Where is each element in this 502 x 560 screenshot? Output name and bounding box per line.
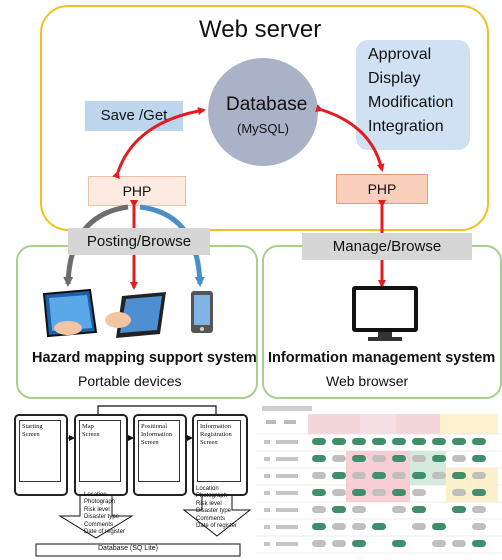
fields-left-list: Location Photograph Risk level Disaster … bbox=[84, 492, 125, 536]
field-right-location: Location bbox=[196, 486, 219, 492]
map-screen-phone: Map Screen bbox=[74, 414, 128, 496]
web-system-title: Information management system bbox=[268, 350, 496, 366]
information-registration-screen: Information Registration Screen bbox=[197, 420, 241, 482]
starting-screen-phone: Starting Screen bbox=[14, 414, 68, 496]
database-sub-label: (MySQL) bbox=[237, 121, 289, 136]
database-label: Database bbox=[226, 94, 308, 115]
field-left-location: Location bbox=[84, 492, 107, 498]
field-left-disaster: Disaster type bbox=[84, 514, 120, 521]
monitor-icon bbox=[352, 286, 418, 341]
starting-screen-line-1: Starting bbox=[22, 423, 43, 430]
registration-screen-line-3: Screen bbox=[200, 439, 218, 446]
field-right-photograph: Photograph bbox=[196, 493, 228, 500]
field-right-disaster: Disaster type bbox=[196, 508, 232, 515]
positional-screen-line-1: Positional bbox=[141, 423, 168, 430]
starting-screen: Starting Screen bbox=[19, 420, 61, 482]
field-left-comments: Comments bbox=[84, 521, 114, 528]
tablet-hand-center-icon bbox=[105, 292, 166, 338]
starting-screen-line-2: Screen bbox=[22, 431, 40, 438]
php-left-box: PHP bbox=[88, 176, 186, 206]
db-php-right-arrow bbox=[315, 104, 385, 172]
action-display: Display bbox=[368, 70, 421, 87]
field-left-risk: Risk level bbox=[84, 506, 110, 513]
portable-system-title: Hazard mapping support system bbox=[32, 350, 257, 366]
web-server-title: Web server bbox=[199, 16, 322, 43]
positional-screen-phone: Positional Information Screen bbox=[133, 414, 187, 496]
action-approval: Approval bbox=[368, 46, 432, 63]
action-integration: Integration bbox=[368, 118, 444, 135]
connector-arrows bbox=[63, 104, 386, 290]
database-sqlite-label: Database (SQ Lite) bbox=[98, 545, 158, 552]
field-right-date: Date of register bbox=[196, 523, 238, 530]
manage-browse-label: Manage/Browse bbox=[302, 233, 472, 260]
field-right-comments: Comments bbox=[196, 515, 226, 522]
portable-system-subtitle: Portable devices bbox=[78, 373, 182, 389]
registration-screen-phone: Information Registration Screen bbox=[192, 414, 248, 496]
db-php-left-arrow bbox=[112, 107, 206, 179]
registration-screen-line-1: Information bbox=[200, 423, 232, 430]
positional-screen-line-2: Information bbox=[141, 431, 173, 438]
field-left-photograph: Photograph bbox=[84, 499, 116, 506]
fields-right-list: Location Photograph Risk level Disaster … bbox=[196, 486, 237, 530]
positional-information-screen: Positional Information Screen bbox=[138, 420, 180, 482]
field-left-date: Date of register bbox=[84, 529, 126, 536]
database-circle bbox=[208, 58, 318, 166]
positional-screen-line-3: Screen bbox=[141, 439, 159, 446]
tablet-hand-left-icon bbox=[42, 288, 98, 338]
actions-box: Approval Display Modification Integratio… bbox=[356, 40, 470, 150]
posting-browse-label: Posting/Browse bbox=[68, 228, 210, 255]
map-screen-line-1: Map bbox=[82, 423, 94, 430]
web-system-subtitle: Web browser bbox=[326, 373, 409, 389]
map-screen-line-2: Screen bbox=[82, 431, 100, 438]
action-modification: Modification bbox=[368, 94, 454, 111]
smartphone-icon bbox=[191, 291, 213, 333]
registration-screen-line-2: Registration bbox=[200, 431, 232, 438]
management-table-screenshot bbox=[256, 400, 502, 558]
map-screen: Map Screen bbox=[79, 420, 121, 482]
field-right-risk: Risk level bbox=[196, 500, 222, 507]
